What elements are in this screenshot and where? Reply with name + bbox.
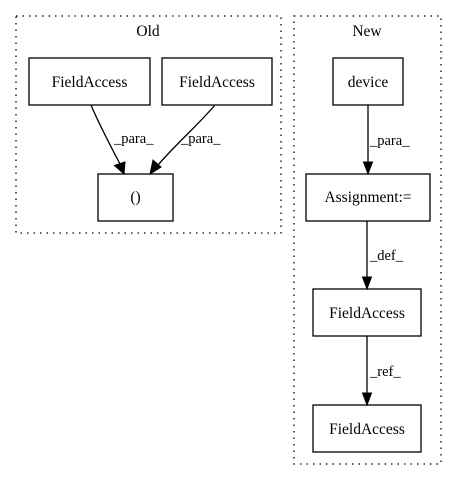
node-old-fieldaccess-2-label: FieldAccess [179, 74, 255, 91]
edge-old-fa1-label: _para_ [113, 131, 154, 147]
node-new-device[interactable]: device [332, 57, 404, 106]
cluster-old-title: Old [136, 23, 160, 40]
cluster-new-border [293, 15, 442, 465]
edge-new-fa1-label: _ref_ [369, 364, 401, 380]
node-old-tuple[interactable]: () [97, 173, 174, 222]
edge-old-fa1-to-tuple: _para_ [90, 104, 154, 176]
edge-new-device-label: _para_ [369, 133, 410, 149]
edge-new-device-to-assignment: _para_ [362, 105, 410, 176]
edge-new-assignment-label: _def_ [369, 248, 404, 264]
node-new-assignment[interactable]: Assignment:= [305, 173, 431, 222]
node-new-fieldaccess-2-label: FieldAccess [329, 421, 405, 438]
node-new-assignment-label: Assignment:= [324, 189, 411, 206]
cluster-new-title: New [352, 23, 382, 40]
node-old-fieldaccess-1[interactable]: FieldAccess [28, 57, 151, 106]
edge-old-fa2-to-tuple: _para_ [149, 104, 221, 176]
edge-new-assignment-to-fa1: _def_ [361, 221, 404, 291]
edge-old-fa2-label: _para_ [180, 131, 221, 147]
node-new-fieldaccess-1-label: FieldAccess [329, 305, 405, 322]
node-new-fieldaccess-2[interactable]: FieldAccess [312, 404, 422, 453]
cluster-old: Old [15, 15, 282, 234]
node-old-tuple-label: () [130, 189, 140, 206]
node-new-fieldaccess-1[interactable]: FieldAccess [312, 288, 422, 337]
node-old-fieldaccess-2[interactable]: FieldAccess [161, 57, 273, 106]
cluster-new: New [293, 15, 442, 465]
edge-new-fa1-to-fa2: _ref_ [361, 336, 401, 407]
node-new-device-label: device [348, 74, 389, 91]
node-old-fieldaccess-1-label: FieldAccess [52, 74, 128, 91]
